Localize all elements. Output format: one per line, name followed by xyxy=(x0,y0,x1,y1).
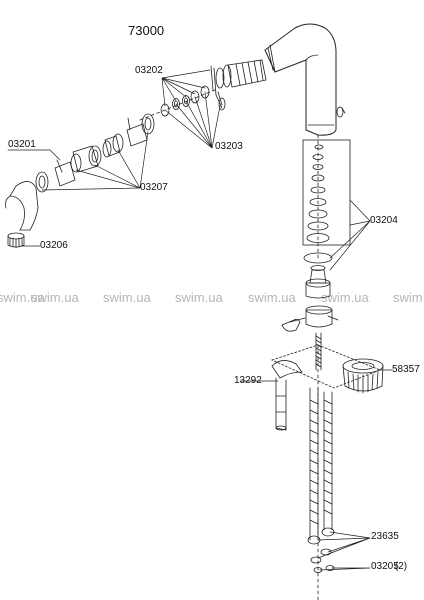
watermark-2: swim.ua xyxy=(31,290,79,305)
elbow-drawing xyxy=(5,181,39,231)
part-number-03205: 03205 xyxy=(371,561,399,572)
part-label-03206: 03206 xyxy=(40,240,68,251)
axis-lines-drawing xyxy=(139,89,319,600)
spout-drawing xyxy=(264,23,346,136)
watermark-7: swim.ua xyxy=(393,290,424,305)
part-label-03204: 03204 xyxy=(370,215,398,226)
hoses-drawing xyxy=(307,387,335,573)
part-label-13292: 13292 xyxy=(234,375,262,386)
part-label-03207: 03207 xyxy=(140,182,168,193)
pipe-assembly-drawing xyxy=(35,113,155,193)
leader-lines xyxy=(7,69,393,571)
part-label-03202: 03202 xyxy=(135,65,163,76)
threaded-rod-drawing xyxy=(315,332,322,371)
aerator-drawing xyxy=(7,232,25,249)
lock-nut-drawing xyxy=(342,358,384,394)
flange-drawing xyxy=(270,344,382,389)
seals-row-drawing xyxy=(160,85,210,117)
cartridge-stack-drawing xyxy=(302,139,351,246)
watermark-6: swim.ua xyxy=(321,290,369,305)
part-label-03203: 03203 xyxy=(215,141,243,152)
watermark-3: swim.ua xyxy=(103,290,151,305)
part-label-03201: 03201 xyxy=(8,139,36,150)
spout-coupling-drawing xyxy=(210,59,267,111)
bracket-drawing xyxy=(271,360,303,431)
watermark-4: swim.ua xyxy=(175,290,223,305)
part-label-23635: 23635 xyxy=(371,531,399,542)
watermark-1: swim.ua xyxy=(0,290,45,305)
part-quantity-03205: (2) xyxy=(394,561,408,572)
lower-o-ring-drawing xyxy=(303,252,333,264)
watermark-5: swim.ua xyxy=(248,290,296,305)
part-label-03205: 03205(2) xyxy=(371,562,407,572)
part-label-58357: 58357 xyxy=(392,364,420,375)
model-number: 73000 xyxy=(128,23,165,38)
cartridge-drawing xyxy=(281,265,339,332)
